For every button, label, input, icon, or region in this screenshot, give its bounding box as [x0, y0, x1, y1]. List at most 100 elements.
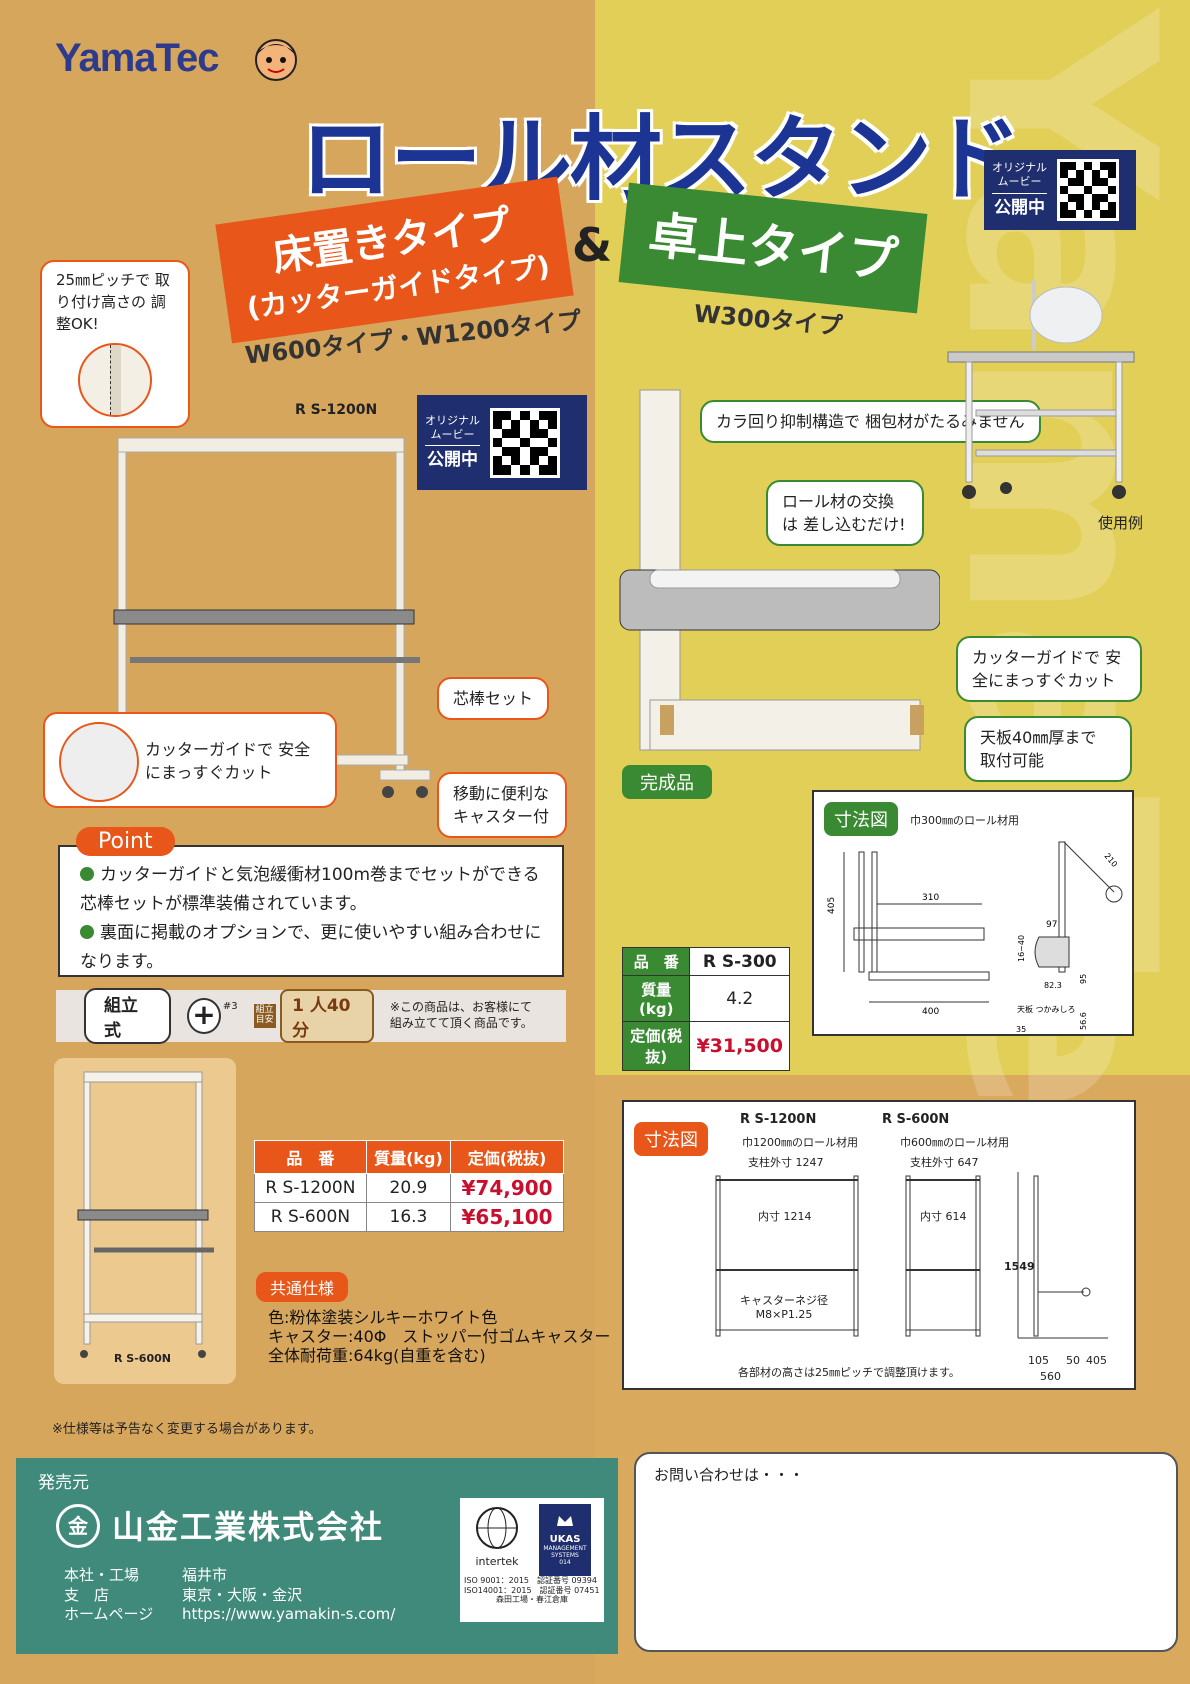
- dim-depth-b: 50: [1066, 1354, 1080, 1367]
- header-price: 定価(税抜): [621, 1021, 691, 1071]
- inquiry-label: お問い合わせは・・・: [654, 1466, 805, 1484]
- cell-weight: 16.3: [365, 1202, 452, 1232]
- table-row: R S-1200N 20.9 ¥74,900: [254, 1173, 564, 1203]
- desk-dimension-drawing: 405 310 400 97 16~40 82.3 95 56.6 35 210…: [827, 841, 1123, 1034]
- casters-callout: 移動に便利な キャスター付: [437, 772, 567, 839]
- usage-label: 使用例: [1098, 514, 1144, 532]
- assembly-note: ※この商品は、お客様にて 組み立てて頂く商品です。: [389, 1000, 533, 1030]
- time-label: 組立 目安: [253, 1004, 277, 1028]
- cell-price: ¥31,500: [689, 1021, 790, 1071]
- dim-model2-sub: 巾600㎜のロール材用: [900, 1136, 1009, 1149]
- info-row: 本社・工場福井市: [64, 1566, 228, 1584]
- info-row: 支 店東京・大阪・金沢: [64, 1585, 303, 1604]
- swap-callout: ロール材の交換は 差し込むだけ!: [766, 480, 924, 547]
- dim-footnote: 各部材の高さは25㎜ピッチで調整頂けます。: [738, 1366, 960, 1379]
- table-row: 定価(税抜)¥31,500: [621, 1021, 790, 1071]
- ukas-num: 014: [559, 1559, 571, 1566]
- dim-inner1: 内寸 1214: [758, 1210, 812, 1223]
- inquiry-box: お問い合わせは・・・: [634, 1452, 1178, 1652]
- cell-price: ¥74,900: [450, 1173, 564, 1203]
- common-spec-tag: 共通仕様: [256, 1272, 349, 1302]
- table-header-row: 品 番 質量(kg) 定価(税抜): [254, 1140, 564, 1174]
- product-photo-panel: R S-600N: [54, 1058, 236, 1384]
- dim-tag: 寸法図: [634, 1122, 708, 1156]
- desk-movie-qr-panel[interactable]: オリジナルムービー公開中: [984, 150, 1136, 230]
- dim-outer1: 支柱外寸 1247: [748, 1156, 824, 1169]
- point-item: 裏面に掲載のオプションで、更に使いやすい組み合わせになります。: [80, 922, 542, 972]
- dim-label: 16~40: [1017, 935, 1026, 962]
- ampersand: &: [572, 218, 613, 272]
- finished-badge: 完成品: [622, 765, 712, 799]
- cutter-desk-callout: カッターガイドで 安全にまっすぐカット: [956, 636, 1142, 703]
- rs600-illustration: [77, 1071, 214, 1358]
- plus-level: #3: [222, 1000, 238, 1012]
- cell-model: R S-1200N: [254, 1173, 367, 1203]
- core-set-callout: 芯棒セット: [437, 677, 550, 721]
- floor-price-table: 品 番 質量(kg) 定価(税抜) R S-1200N 20.9 ¥74,900…: [254, 1140, 564, 1232]
- dim-label: 35: [1016, 1025, 1026, 1034]
- dim-label: 310: [922, 893, 939, 903]
- crown-icon: [557, 1516, 573, 1526]
- bullet-icon: [80, 867, 94, 881]
- assembly-info: 組立式 + #3 組立 目安 1 人40分 ※この商品は、お客様にて 組み立てて…: [56, 988, 566, 1044]
- dim-model1: R S-1200N: [740, 1112, 817, 1127]
- dim-caster-screw: キャスターネジ径 M8×P1.25: [740, 1294, 828, 1322]
- pitch-callout-text: 25㎜ピッチで 取り付け高さの 調整OK!: [56, 271, 170, 333]
- intertek-logo: intertek: [473, 1504, 521, 1576]
- table-row: R S-600N 16.3 ¥65,100: [254, 1202, 564, 1232]
- plus-icon: +: [187, 998, 221, 1034]
- mascot-face-icon: [255, 39, 297, 81]
- dim-label: 210: [1102, 852, 1119, 869]
- dim-label: 405: [827, 897, 837, 914]
- header-weight: 質量(kg): [621, 975, 691, 1022]
- company-mark-icon: 金: [56, 1504, 100, 1548]
- spec-line: 全体耐荷重:64kg(自重を含む): [268, 1346, 486, 1366]
- dim-outer2: 支柱外寸 647: [910, 1156, 979, 1169]
- globe-icon: [476, 1507, 518, 1549]
- dim-subtitle: 巾300㎜のロール材用: [910, 814, 1019, 827]
- dim-label: 400: [922, 1007, 939, 1017]
- dim-tag: 寸法図: [824, 802, 898, 836]
- dim-label: 82.3: [1044, 981, 1062, 990]
- dim-depth-total: 560: [1040, 1370, 1061, 1383]
- desk-stand-illustration: [619, 389, 940, 751]
- point-item: カッターガイドと気泡緩衝材100m巻までセットができる芯棒セットが標準装備されて…: [80, 865, 540, 914]
- ukas-sub: MANAGEMENT SYSTEMS: [543, 1545, 587, 1559]
- qr-code-icon[interactable]: [1057, 159, 1119, 221]
- bullet-icon: [80, 924, 94, 939]
- model-label: R S-1200N: [295, 402, 378, 418]
- assembly-time: 1 人40分: [280, 989, 374, 1043]
- header-model: 品 番: [621, 947, 691, 976]
- cell-model: R S-600N: [254, 1202, 367, 1232]
- dim-label: 56.6: [1079, 1012, 1088, 1030]
- qr-code-icon[interactable]: [490, 407, 560, 478]
- dim-model2: R S-600N: [882, 1112, 950, 1127]
- dim-depth-a: 105: [1028, 1354, 1049, 1367]
- dim-inner2: 内寸 614: [920, 1210, 967, 1223]
- dim-label: 95: [1079, 974, 1088, 984]
- certification-panel: intertek UKAS MANAGEMENT SYSTEMS 014 ISO…: [460, 1498, 604, 1622]
- movie-label: オリジナルムービー公開中: [425, 413, 480, 471]
- cell-weight: 20.9: [365, 1173, 452, 1203]
- cell-model: R S-300: [689, 947, 790, 976]
- ukas-label: UKAS: [549, 1534, 581, 1545]
- brand-logo: YamaTec: [55, 36, 219, 80]
- homepage-link[interactable]: https://www.yamakin-s.com/: [182, 1605, 396, 1623]
- cell-weight: 4.2: [689, 975, 790, 1022]
- desk-dimension-panel: 寸法図 巾300㎜のロール材用 405 310 400 97 16~40 82.…: [812, 790, 1134, 1036]
- dim-label: 97: [1046, 920, 1057, 930]
- cell-price: ¥65,100: [450, 1202, 564, 1232]
- dim-label: 天板 つかみしろ: [1017, 1004, 1076, 1014]
- floor-movie-qr-panel[interactable]: オリジナルムービー公開中: [417, 395, 587, 490]
- spec-line: キャスター:40Φ ストッパー付ゴムキャスター: [268, 1327, 611, 1347]
- header-model: 品 番: [254, 1140, 367, 1174]
- movie-label: オリジナルムービー公開中: [992, 161, 1047, 218]
- photo-label: R S-600N: [114, 1352, 171, 1365]
- dim-depth-c: 405: [1086, 1354, 1107, 1367]
- disclaimer: ※仕様等は予告なく変更する場合があります。: [52, 1422, 322, 1437]
